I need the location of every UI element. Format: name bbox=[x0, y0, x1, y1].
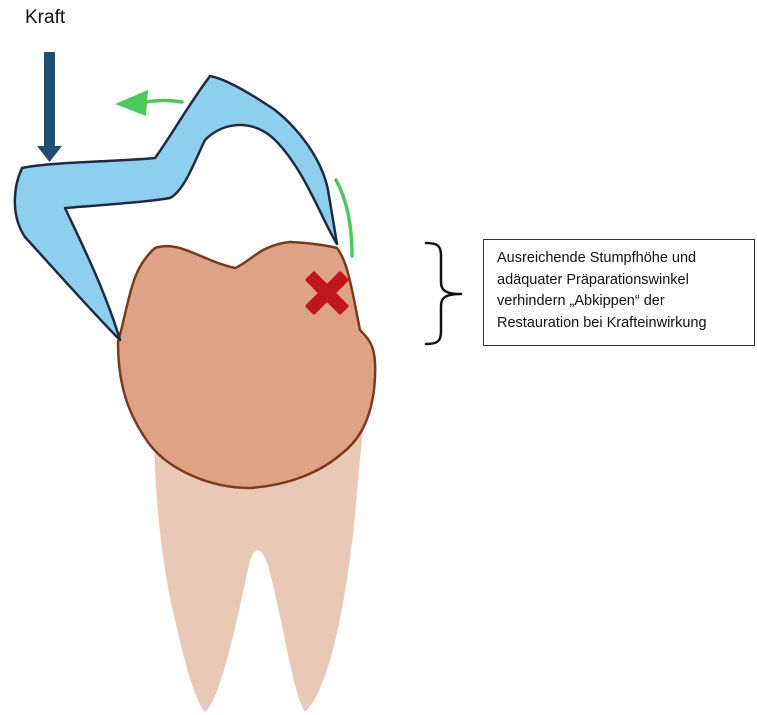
tilt-arc-right bbox=[336, 180, 352, 256]
callout-line: Ausreichende Stumpfhöhe und bbox=[497, 248, 744, 270]
callout-line: verhindern „Abkippen“ der bbox=[497, 291, 744, 313]
callout-line: Restauration bei Krafteinwirkung bbox=[497, 313, 744, 335]
callout-line: adäquater Präparationswinkel bbox=[497, 270, 744, 292]
tilt-arrowhead-icon bbox=[115, 90, 148, 116]
curly-brace-icon bbox=[426, 243, 461, 344]
force-label: Kraft bbox=[25, 7, 65, 29]
tilt-arc-top bbox=[145, 101, 182, 103]
down-arrow-icon bbox=[37, 146, 62, 162]
callout-box: Ausreichende Stumpfhöhe und adäquater Pr… bbox=[483, 239, 755, 346]
force-arrow-shaft bbox=[44, 52, 55, 147]
